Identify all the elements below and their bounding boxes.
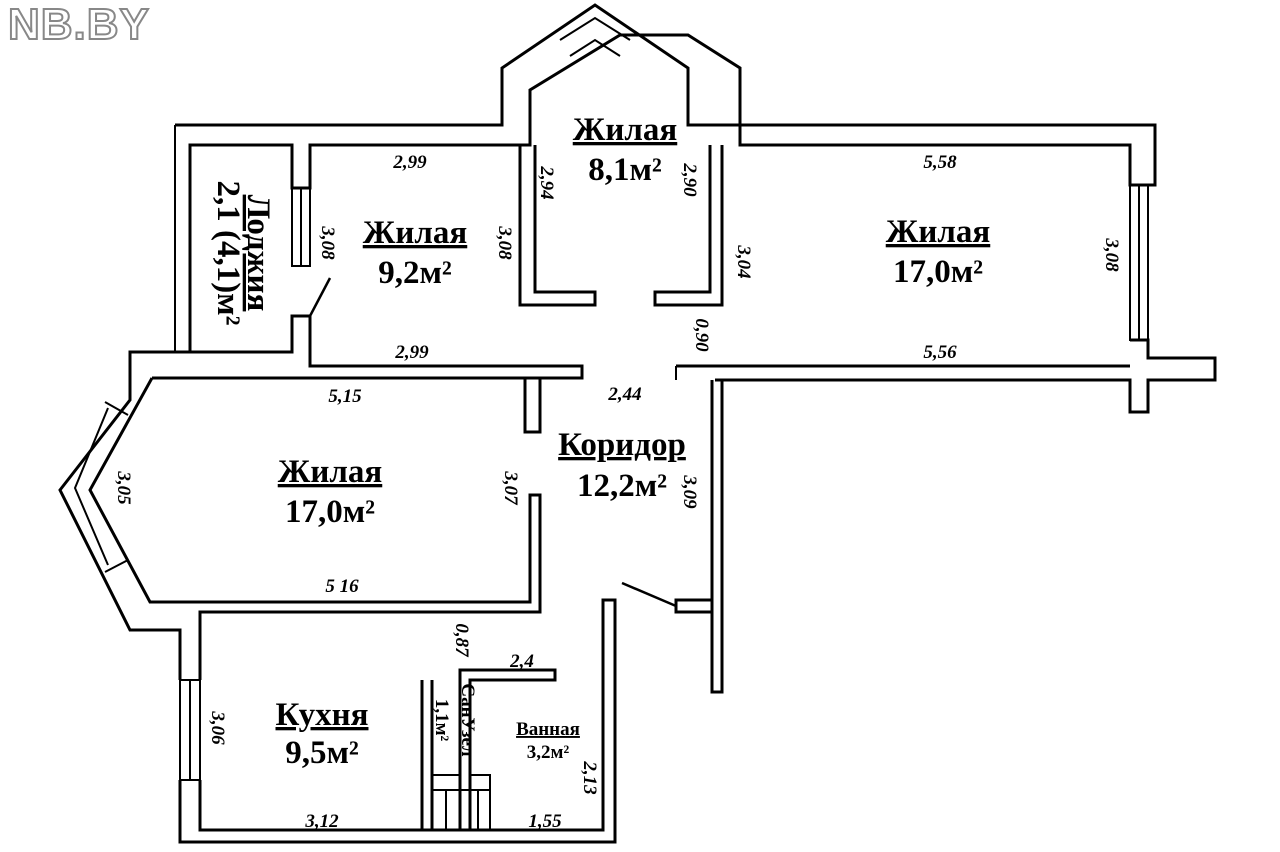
dim-304: 3,04 — [733, 244, 754, 278]
room-name-kitchen: Кухня — [276, 697, 369, 733]
dim-213: 2,13 — [579, 760, 600, 794]
dim-308-b: 3,08 — [494, 225, 515, 260]
dim-305: 3,05 — [113, 470, 134, 505]
room-area-bath: 3,2м² — [527, 742, 570, 763]
walls — [58, 3, 1217, 844]
dim-308-a: 3,08 — [317, 225, 338, 260]
dim-299-bottom: 2,99 — [394, 342, 429, 363]
dim-309: 3,09 — [679, 474, 700, 509]
dim-244: 2,44 — [607, 384, 641, 405]
dim-307: 3,07 — [500, 470, 521, 506]
room-area-bay: 8,1м² — [588, 152, 662, 188]
room-area-right-living: 17,0м² — [893, 254, 983, 290]
dim-155: 1,55 — [528, 811, 562, 832]
room-name-bay: Жилая — [573, 112, 678, 148]
watermark-logo: NB.BY — [7, 0, 150, 50]
room-name-loggia: Лоджия — [240, 195, 276, 312]
dim-087: 0,87 — [451, 623, 472, 658]
dim-515: 5,15 — [328, 386, 362, 407]
room-labels: Жилая 8,1м² Жилая 9,2м² Жилая 17,0м² Жил… — [210, 112, 990, 771]
dim-516: 5 16 — [325, 576, 359, 597]
room-area-loggia: 2,1 (4,1)м² — [210, 180, 246, 325]
room-name-left-living: Жилая — [278, 454, 383, 490]
room-name-small-bedroom: Жилая — [363, 215, 468, 251]
dim-308-c: 3,08 — [1101, 237, 1122, 272]
room-area-kitchen: 9,5м² — [285, 735, 359, 771]
room-area-wc: 1,1м² — [431, 699, 452, 742]
dim-24: 2,4 — [509, 651, 534, 672]
door-loggia — [308, 277, 332, 317]
dimensions: 2,99 5,58 2,94 2,90 3,08 3,08 3,04 3,08 … — [113, 152, 1122, 832]
door-entrance — [621, 581, 677, 608]
dim-558: 5,58 — [923, 152, 957, 173]
room-name-right-living: Жилая — [886, 214, 991, 250]
room-area-corridor: 12,2м² — [577, 468, 667, 504]
dim-090: 0,90 — [691, 318, 712, 352]
room-name-wc: СанУзел — [457, 683, 478, 757]
dim-290: 2,90 — [679, 162, 700, 197]
room-area-small-bedroom: 9,2м² — [378, 255, 452, 291]
room-name-corridor: Коридор — [558, 427, 686, 463]
doors — [308, 277, 677, 608]
room-area-left-living: 17,0м² — [285, 494, 375, 530]
room-name-bath: Ванная — [516, 719, 580, 740]
dim-312: 3,12 — [304, 811, 339, 832]
dim-294: 2,94 — [536, 165, 557, 199]
dim-299-top: 2,99 — [392, 152, 427, 173]
dim-556: 5,56 — [923, 342, 957, 363]
dim-306: 3,06 — [207, 710, 228, 745]
